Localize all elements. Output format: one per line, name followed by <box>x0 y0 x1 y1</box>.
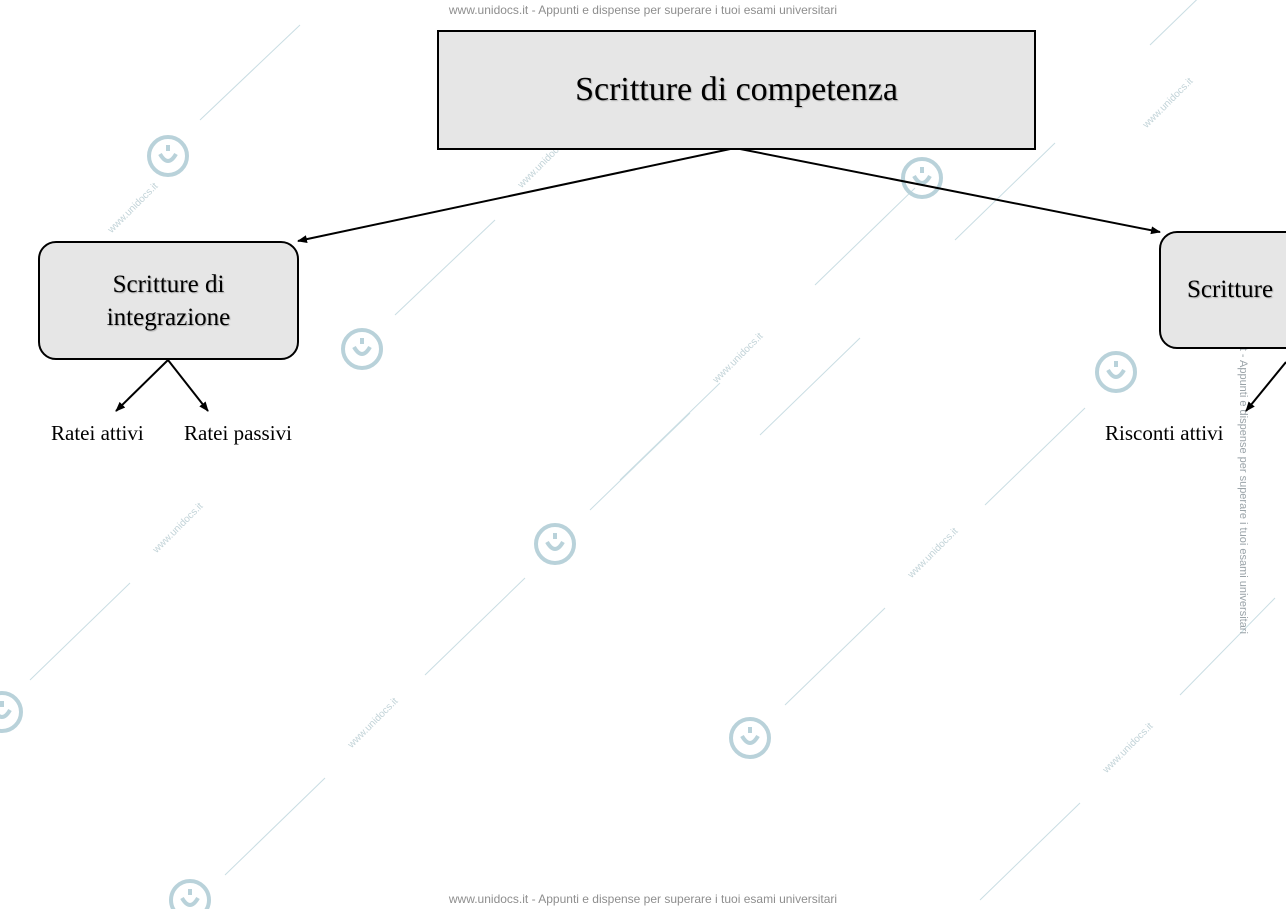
edge-right-to-risconti-attivi <box>1245 361 1286 412</box>
watermark-logo-icon <box>729 717 771 759</box>
watermark-stroke <box>954 142 1056 241</box>
watermark-stroke <box>1179 597 1276 696</box>
leaf-ratei-attivi: Ratei attivi <box>51 421 144 445</box>
watermark-stroke <box>759 337 861 436</box>
watermark-stroke <box>29 582 131 681</box>
watermark-stroke <box>394 219 496 316</box>
watermark-stroke <box>224 777 326 876</box>
watermark-stroke <box>619 382 721 481</box>
watermark-logo-icon <box>169 879 211 909</box>
root-node: Scritture di competenza <box>437 30 1036 150</box>
watermark-stroke <box>814 187 916 286</box>
watermark-footer: www.unidocs.it - Appunti e dispense per … <box>448 892 838 906</box>
watermark-stroke <box>784 607 886 706</box>
watermark-logo-icon <box>341 328 383 370</box>
watermark-stroke <box>424 577 526 676</box>
edge-left-to-ratei-attivi <box>115 359 169 412</box>
edge-root-to-left <box>297 147 736 244</box>
watermark-logo-icon <box>0 691 23 733</box>
watermark-stroke <box>979 802 1081 901</box>
leaf-ratei-passivi: Ratei passivi <box>184 421 292 445</box>
edge-left-to-ratei-passivi <box>167 359 209 412</box>
right-node: Scritture <box>1159 231 1286 349</box>
right-node-label: Scritture <box>1187 276 1274 303</box>
watermark-logo-icon <box>901 157 943 199</box>
left-node-label: Scritture di integrazione <box>106 270 231 331</box>
watermark-stroke <box>199 24 301 121</box>
edge-root-to-right <box>734 147 1161 235</box>
watermark-logo-icon <box>534 523 576 565</box>
leaf-risconti-attivi: Risconti attivi <box>1105 421 1224 445</box>
root-node-label: Scritture di competenza <box>575 71 898 108</box>
watermark-logo-icon <box>1095 351 1137 393</box>
watermark-header: www.unidocs.it - Appunti e dispense per … <box>448 3 838 17</box>
watermark-logo-icon <box>147 135 189 177</box>
left-node: Scritture di integrazione <box>38 241 299 360</box>
watermark-stroke <box>984 407 1086 506</box>
watermark-stroke <box>1149 0 1198 46</box>
watermark-stroke <box>589 412 691 511</box>
